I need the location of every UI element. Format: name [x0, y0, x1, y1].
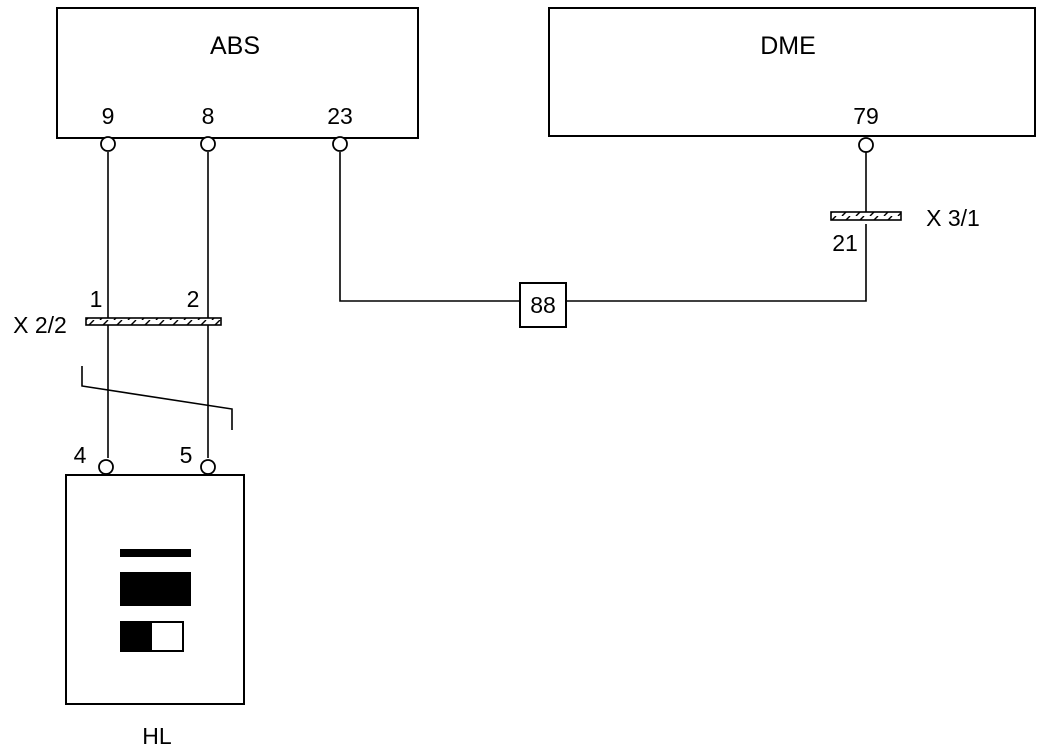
connector-x22-pin-2: 2: [187, 286, 200, 312]
hl-pin-4[interactable]: [98, 459, 114, 475]
dme-pin-label-79: 79: [853, 103, 879, 129]
pins: [98, 136, 874, 475]
hl-pin-label-4: 4: [74, 442, 87, 468]
abs-pin-23[interactable]: [332, 136, 348, 152]
abs-label: ABS: [210, 32, 260, 60]
hl-symbol-bar: [120, 549, 191, 557]
hl-label: HL: [142, 723, 172, 749]
hl-symbol-block: [120, 572, 191, 606]
connector-x22[interactable]: X 2/2 1 2: [13, 286, 222, 338]
abs-module[interactable]: ABS 9 8 23: [56, 7, 419, 139]
dme-module[interactable]: DME 79: [548, 7, 1036, 137]
abs-pin-9[interactable]: [100, 136, 116, 152]
connector-x31-bar: [830, 211, 902, 221]
connector-x22-pin-1: 1: [90, 286, 103, 312]
hl-symbol-indicator-fill: [121, 622, 152, 651]
abs-box: [56, 7, 419, 139]
abs-pin-label-23: 23: [327, 103, 353, 129]
wire-junction-x31: [566, 224, 867, 302]
junction-box: [519, 282, 567, 328]
connector-x31-pin-21: 21: [832, 230, 858, 256]
connector-x22-label: X 2/2: [13, 312, 67, 338]
abs-pin-8[interactable]: [200, 136, 216, 152]
junction-88[interactable]: 88: [519, 282, 567, 328]
abs-pin-label-8: 8: [202, 103, 215, 129]
hl-module[interactable]: 4 5 HL: [65, 442, 245, 749]
shield-line: [81, 366, 233, 430]
hl-pin-label-5: 5: [180, 442, 193, 468]
connector-x31[interactable]: X 3/1 21: [830, 205, 980, 256]
dme-label: DME: [760, 32, 816, 60]
dme-pin-79[interactable]: [858, 137, 874, 153]
connector-x22-bar: [85, 317, 222, 326]
connector-x31-label: X 3/1: [926, 205, 980, 231]
dme-box: [548, 7, 1036, 137]
wire-abs23-junction: [339, 152, 520, 302]
junction-label: 88: [530, 292, 556, 318]
abs-pin-label-9: 9: [102, 103, 115, 129]
hl-pin-5[interactable]: [200, 459, 216, 475]
